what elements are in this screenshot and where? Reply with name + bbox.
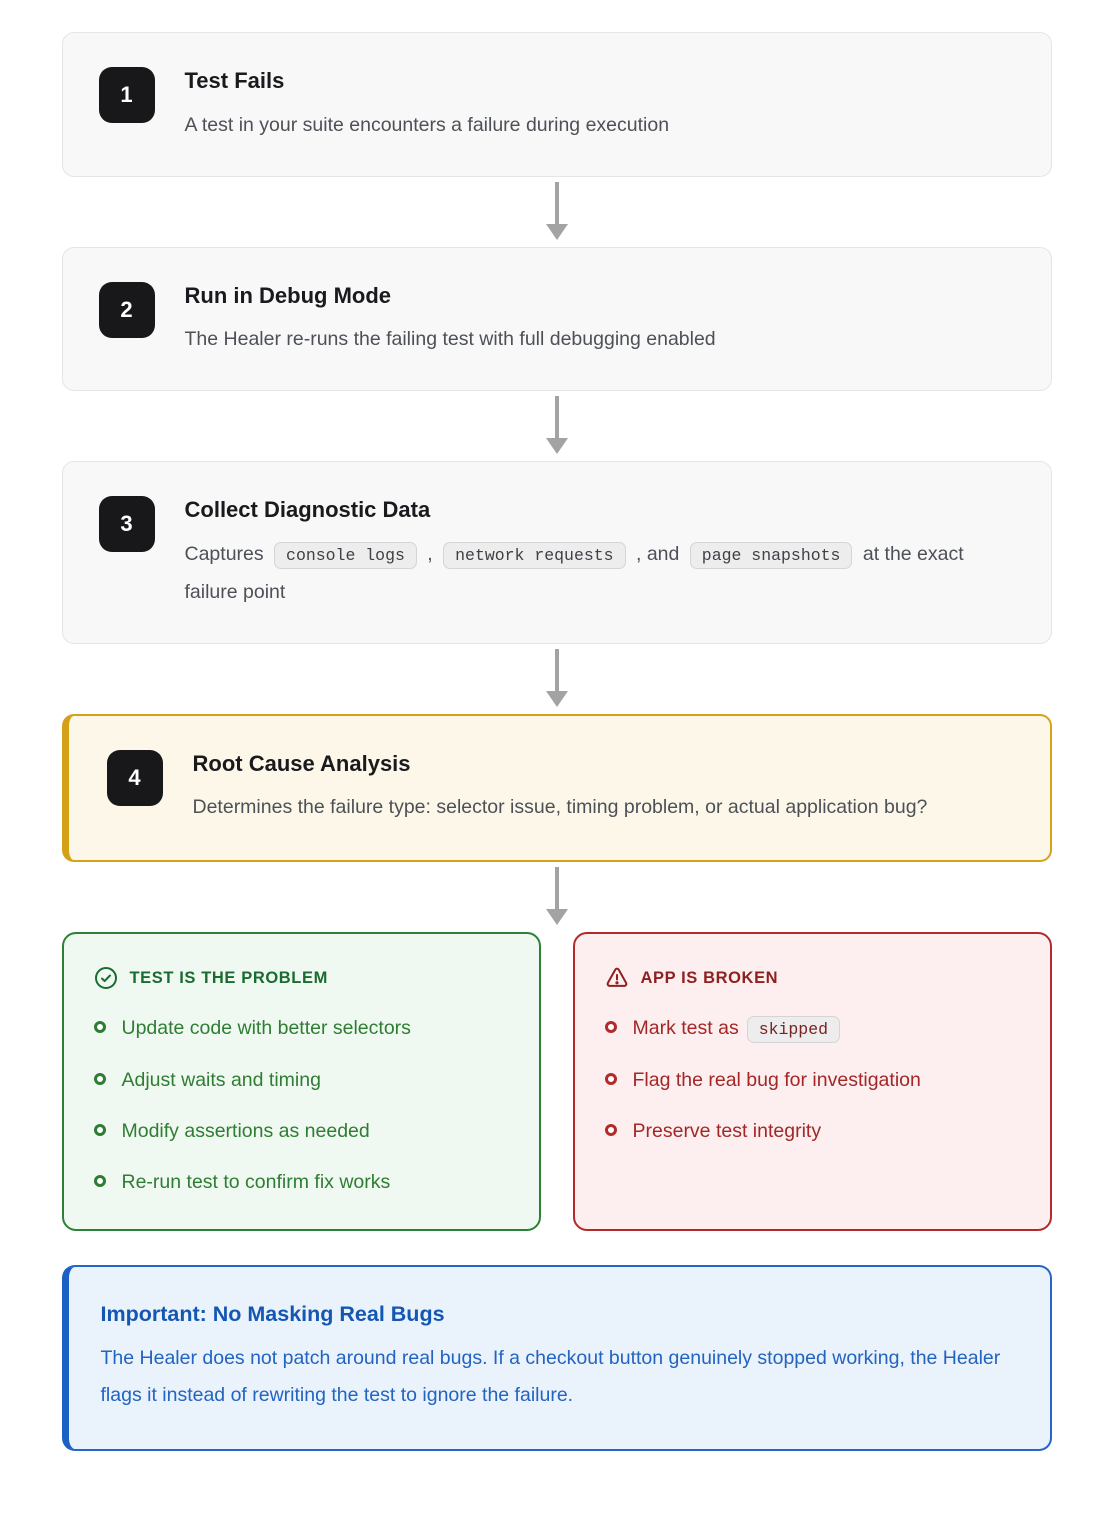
step-card-1: 1 Test Fails A test in your suite encoun… (61, 32, 1052, 177)
step-number-badge: 4 (106, 749, 163, 806)
list-item: Flag the real bug for investigation (604, 1066, 1020, 1094)
step-card-3: 3 Collect Diagnostic Data Captures conso… (61, 461, 1052, 644)
bullet-icon (604, 1123, 617, 1136)
list-item: Adjust waits and timing (93, 1066, 509, 1094)
step-body: Collect Diagnostic Data Captures console… (185, 494, 985, 611)
arrow-down-icon (545, 181, 568, 240)
step-description: Captures console logs , network requests… (185, 535, 985, 611)
step-title: Run in Debug Mode (184, 282, 392, 308)
check-circle-icon (94, 966, 118, 990)
note-body: The Healer does not patch around real bu… (100, 1347, 1001, 1406)
list-item: Update code with better selectors (93, 1014, 509, 1042)
step-card-2: 2 Run in Debug Mode The Healer re-runs t… (61, 246, 1052, 392)
step-description: A test in your suite encounters a failur… (184, 113, 670, 136)
step-title: Root Cause Analysis (192, 750, 411, 776)
note-title: Important: No Masking Real Bugs (100, 1301, 445, 1326)
list-item: Modify assertions as needed (93, 1117, 509, 1145)
description-text: Captures (184, 542, 264, 565)
outcome-header-label: TEST IS THE PROBLEM (129, 968, 328, 987)
step-number-badge: 2 (98, 281, 155, 338)
step-body: Test Fails A test in your suite encounte… (185, 65, 670, 144)
outcome-row: TEST IS THE PROBLEM Update code with bet… (61, 932, 1052, 1231)
step-title: Collect Diagnostic Data (184, 497, 431, 523)
code-chip-skipped: skipped (746, 1016, 841, 1044)
flow-arrow (62, 644, 1052, 714)
bullet-icon (93, 1123, 106, 1136)
outcome-card-test-problem: TEST IS THE PROBLEM Update code with bet… (61, 932, 541, 1231)
code-chip-page-snapshots: page snapshots (689, 541, 853, 569)
healer-flow-diagram: 1 Test Fails A test in your suite encoun… (61, 0, 1052, 1461)
flow-arrow (62, 862, 1052, 932)
description-text: at the exact failure point (184, 542, 964, 603)
step-description: The Healer re-runs the failing test with… (184, 328, 716, 351)
bullet-icon (604, 1021, 617, 1034)
bullet-icon (93, 1175, 106, 1188)
description-text: , (427, 542, 433, 565)
arrow-down-icon (545, 396, 568, 455)
bullet-icon (93, 1021, 106, 1034)
outcome-header: APP IS BROKEN (605, 966, 1020, 990)
arrow-down-icon (545, 867, 568, 926)
flow-arrow (62, 391, 1052, 461)
arrow-down-icon (545, 648, 568, 707)
step-number-badge: 1 (98, 67, 155, 123)
important-note-card: Important: No Masking Real Bugs The Heal… (61, 1264, 1052, 1451)
description-text: , and (636, 542, 680, 565)
outcome-header: TEST IS THE PROBLEM (94, 966, 509, 990)
list-item: Preserve test integrity (604, 1117, 1020, 1145)
step-number-badge: 3 (98, 496, 155, 553)
outcome-header-label: APP IS BROKEN (640, 968, 779, 987)
bullet-icon (604, 1072, 617, 1085)
warning-triangle-icon (605, 966, 629, 990)
outcome-list: Update code with better selectors Adjust… (93, 1014, 509, 1196)
list-item: Re-run test to confirm fix works (93, 1168, 509, 1196)
code-chip-console-logs: console logs (274, 541, 417, 569)
step-body: Root Cause Analysis Determines the failu… (193, 748, 928, 827)
step-body: Run in Debug Mode The Healer re-runs the… (185, 280, 716, 359)
code-chip-network-requests: network requests (443, 541, 626, 569)
step-card-4-root-cause: 4 Root Cause Analysis Determines the fai… (61, 713, 1052, 863)
step-title: Test Fails (184, 68, 285, 93)
flow-arrow (62, 177, 1052, 247)
step-description: Determines the failure type: selector is… (192, 796, 928, 819)
bullet-icon (93, 1072, 106, 1085)
